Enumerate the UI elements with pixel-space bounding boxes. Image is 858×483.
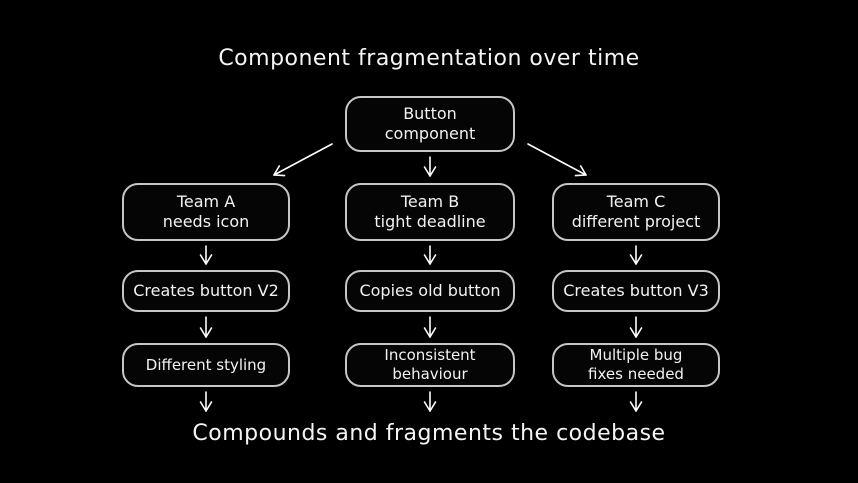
node-different-styling: Different styling: [122, 343, 290, 387]
node-inconsistent-behaviour: Inconsistent behaviour: [345, 343, 515, 387]
node-label: Button component: [384, 104, 476, 143]
node-button-component: Button component: [345, 96, 515, 152]
arrow-root-to-team-c: [527, 143, 587, 177]
node-team-b: Team B tight deadline: [345, 183, 515, 241]
node-team-a: Team A needs icon: [122, 183, 290, 241]
node-copies-old-button: Copies old button: [345, 270, 515, 312]
node-team-c: Team C different project: [552, 183, 720, 241]
node-label: Multiple bug fixes needed: [588, 346, 684, 383]
arrow-root-to-team-a: [273, 143, 333, 177]
node-creates-button-v2: Creates button V2: [122, 270, 290, 312]
diagram-title: Component fragmentation over time: [218, 46, 640, 71]
node-creates-button-v3: Creates button V3: [552, 270, 720, 312]
node-label: Creates button V3: [563, 281, 709, 300]
diagram-footer: Compounds and fragments the codebase: [192, 421, 666, 446]
node-label: Copies old button: [359, 281, 501, 300]
node-label: Creates button V2: [133, 281, 279, 300]
node-label: Team B tight deadline: [374, 192, 486, 231]
node-label: Team A needs icon: [162, 192, 250, 231]
node-multiple-bug-fixes: Multiple bug fixes needed: [552, 343, 720, 387]
node-label: Different styling: [145, 355, 267, 374]
node-label: Inconsistent behaviour: [384, 346, 476, 383]
node-label: Team C different project: [571, 192, 701, 231]
